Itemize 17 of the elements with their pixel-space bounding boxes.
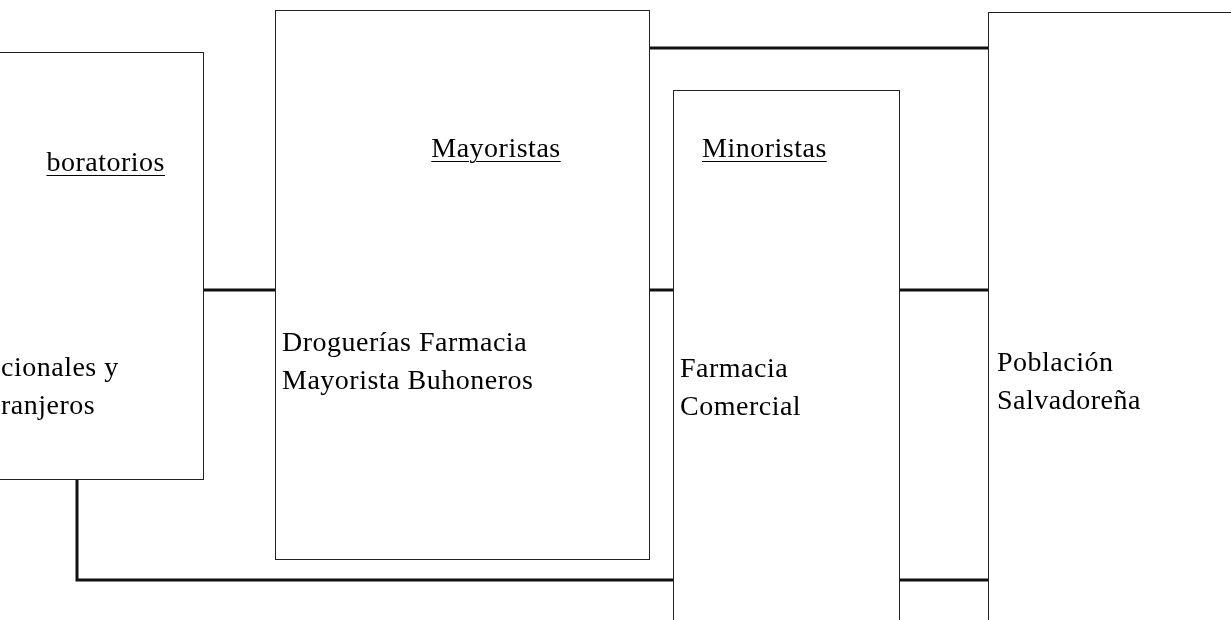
column-body: cionales y ranjeros bbox=[1, 350, 120, 422]
column-heading: Minoristas bbox=[702, 131, 828, 165]
column-box bbox=[0, 52, 204, 480]
connector-line bbox=[75, 480, 673, 582]
connector-line bbox=[650, 288, 673, 292]
connector-line bbox=[204, 288, 275, 292]
column-body: Droguerías Farmacia Mayorista Buhoneros bbox=[282, 325, 535, 397]
column-heading: Mayoristas bbox=[430, 131, 562, 165]
column-body: Población Salvadoreña bbox=[997, 345, 1142, 417]
column-body: Farmacia Comercial bbox=[680, 351, 803, 423]
connector-line bbox=[900, 288, 988, 292]
column-box bbox=[673, 90, 900, 620]
column-heading: boratorios bbox=[45, 145, 165, 179]
column-box bbox=[988, 12, 1231, 620]
connector-line bbox=[650, 46, 988, 50]
column-box bbox=[275, 10, 650, 560]
connector-line bbox=[900, 578, 988, 582]
